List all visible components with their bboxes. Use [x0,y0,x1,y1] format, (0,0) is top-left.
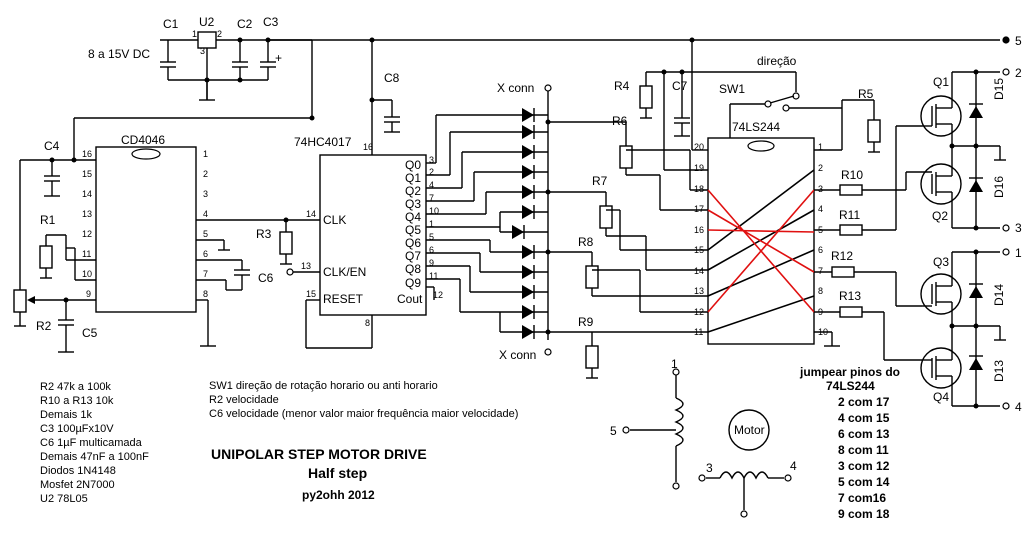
svg-text:7: 7 [818,266,823,276]
svg-text:11: 11 [429,271,438,281]
mosfet-output-stage [814,68,1010,410]
svg-text:12: 12 [433,290,443,300]
q4-mosfet [920,347,962,389]
svg-text:8: 8 [203,289,208,299]
ls244-chip: 20 19 18 17 16 15 14 13 12 11 1 2 3 4 5 … [663,40,843,347]
svg-text:11: 11 [694,327,703,337]
svg-text:15: 15 [306,289,316,299]
svg-text:13: 13 [301,261,311,271]
svg-text:6: 6 [203,249,208,259]
svg-text:2: 2 [818,163,823,173]
svg-text:1: 1 [429,219,434,229]
svg-text:16: 16 [694,225,704,235]
svg-text:4: 4 [818,204,823,214]
svg-text:16: 16 [82,149,92,159]
svg-text:10: 10 [429,206,439,216]
svg-text:1: 1 [192,29,197,39]
hc4017-chip: 14 13 15 16 8 3 2 4 7 10 1 5 6 9 11 12 [301,36,1010,349]
svg-text:1: 1 [203,149,208,159]
svg-text:9: 9 [429,258,434,268]
svg-text:14: 14 [694,266,704,276]
svg-text:10: 10 [82,269,92,279]
svg-text:7: 7 [429,193,434,203]
svg-text:20: 20 [694,142,704,152]
svg-text:3: 3 [200,46,205,56]
svg-text:4: 4 [203,209,208,219]
cd4046-chip: 16 15 14 13 12 11 10 9 1 2 3 4 5 6 7 8 [13,117,320,353]
svg-text:3: 3 [429,155,434,165]
svg-text:9: 9 [86,289,91,299]
svg-text:18: 18 [694,184,704,194]
svg-text:6: 6 [818,245,823,255]
svg-text:3: 3 [203,189,208,199]
svg-text:2: 2 [429,167,434,177]
motor-coils [622,368,792,518]
q3-mosfet [920,273,962,315]
svg-text:6: 6 [429,245,434,255]
svg-text:8: 8 [365,318,370,328]
svg-text:1: 1 [818,142,823,152]
svg-text:2: 2 [203,169,208,179]
svg-text:14: 14 [82,189,92,199]
direction-switch-section [639,69,881,153]
svg-text:7: 7 [203,269,208,279]
svg-text:3: 3 [818,184,823,194]
svg-text:19: 19 [694,163,704,173]
svg-text:12: 12 [694,307,704,317]
svg-text:8: 8 [818,286,823,296]
svg-text:17: 17 [694,204,704,214]
svg-text:15: 15 [694,245,704,255]
diode-matrix [426,84,708,379]
motor-symbol [728,409,770,451]
svg-text:2: 2 [217,29,222,39]
q1-mosfet [920,95,962,137]
q2-mosfet [920,163,962,205]
svg-text:16: 16 [363,142,373,152]
svg-text:13: 13 [694,286,704,296]
svg-text:13: 13 [82,209,92,219]
power-supply-section: 1 2 3 [160,29,330,121]
svg-text:5: 5 [203,229,208,239]
svg-text:14: 14 [306,209,316,219]
svg-text:15: 15 [82,169,92,179]
svg-text:4: 4 [429,180,434,190]
svg-text:12: 12 [82,229,92,239]
svg-text:5: 5 [429,232,434,242]
svg-text:11: 11 [82,249,91,259]
